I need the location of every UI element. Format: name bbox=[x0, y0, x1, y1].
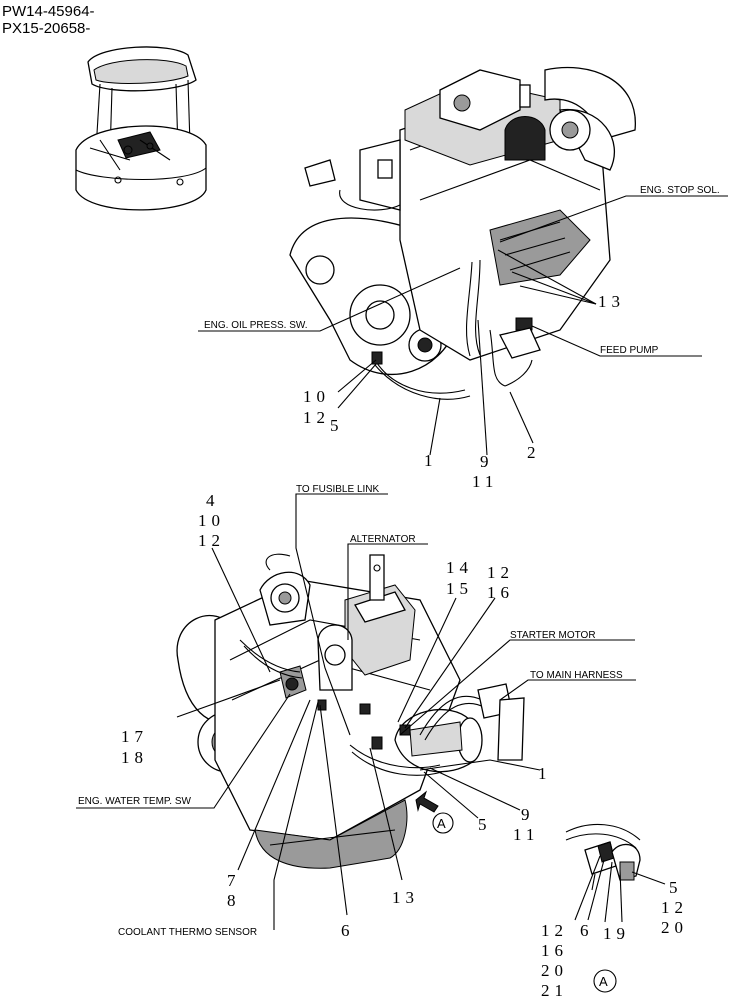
callout-bottom-4: 4 bbox=[206, 491, 220, 510]
callout-bottom-18: 18 bbox=[121, 748, 148, 767]
callout-bottom-14: 14 bbox=[446, 558, 473, 577]
label-starter-motor: STARTER MOTOR bbox=[510, 630, 596, 641]
label-eng-water-temp-sw: ENG. WATER TEMP. SW bbox=[78, 796, 192, 807]
detail-callout-12: 12 bbox=[661, 898, 688, 917]
detail-callout-5: 5 bbox=[669, 878, 683, 897]
bottom-leader-lines bbox=[76, 493, 636, 930]
callout-bottom-16: 16 bbox=[487, 583, 514, 602]
detail-a-view: A bbox=[565, 823, 666, 993]
callout-bottom-11: 11 bbox=[513, 825, 539, 844]
detail-callout-16: 16 bbox=[541, 941, 568, 960]
callout-top-10: 10 bbox=[303, 387, 330, 406]
callout-top-12: 12 bbox=[303, 408, 330, 427]
callout-top-11: 11 bbox=[472, 472, 498, 491]
callout-top-5: 5 bbox=[330, 416, 344, 435]
detail-callout-19: 19 bbox=[603, 924, 630, 943]
detail-callout-6: 6 bbox=[580, 921, 594, 940]
top-leader-lines bbox=[198, 195, 728, 456]
callout-bottom-17: 17 bbox=[121, 727, 148, 746]
detail-callout-20b: 20 bbox=[541, 961, 568, 980]
detail-callout-21: 21 bbox=[541, 981, 568, 1000]
label-coolant-thermo-sensor: COOLANT THERMO SENSOR bbox=[118, 927, 257, 938]
label-alternator: ALTERNATOR bbox=[350, 534, 416, 545]
callout-bottom-10: 10 bbox=[198, 511, 225, 530]
detail-callout-20: 20 bbox=[661, 918, 688, 937]
detail-a-marker: A bbox=[599, 974, 608, 989]
callout-top-13: 13 bbox=[598, 292, 625, 311]
label-to-fusible-link: TO FUSIBLE LINK bbox=[296, 484, 380, 495]
serial-line-2: PX15-20658- bbox=[2, 20, 90, 37]
label-eng-stop-sol: ENG. STOP SOL. bbox=[640, 185, 720, 196]
callout-bottom-12: 12 bbox=[198, 531, 225, 550]
view-marker-a: A bbox=[437, 816, 446, 831]
callout-top-2: 2 bbox=[527, 443, 541, 462]
callout-bottom-15: 15 bbox=[446, 579, 473, 598]
callout-bottom-12b: 12 bbox=[487, 563, 514, 582]
view-arrow-a: A bbox=[415, 790, 454, 834]
label-feed-pump: FEED PUMP bbox=[600, 345, 659, 356]
callout-bottom-5: 5 bbox=[478, 815, 492, 834]
callout-bottom-8: 8 bbox=[227, 891, 241, 910]
callout-bottom-6: 6 bbox=[341, 921, 355, 940]
label-to-main-harness: TO MAIN HARNESS bbox=[530, 670, 623, 681]
callout-bottom-9: 9 bbox=[521, 805, 535, 824]
engine-top-view bbox=[289, 66, 636, 400]
excavator-thumbnail bbox=[75, 46, 207, 211]
label-eng-oil-press-sw: ENG. OIL PRESS. SW. bbox=[204, 320, 308, 331]
detail-callout-12b: 12 bbox=[541, 921, 568, 940]
serial-line-1: PW14-45964- bbox=[2, 3, 95, 20]
callout-top-1: 1 bbox=[424, 451, 438, 470]
callout-bottom-13: 13 bbox=[392, 888, 419, 907]
callout-bottom-7: 7 bbox=[227, 871, 241, 890]
callout-bottom-1: 1 bbox=[538, 764, 552, 783]
engine-bottom-view bbox=[176, 553, 525, 869]
callout-top-9: 9 bbox=[480, 452, 494, 471]
